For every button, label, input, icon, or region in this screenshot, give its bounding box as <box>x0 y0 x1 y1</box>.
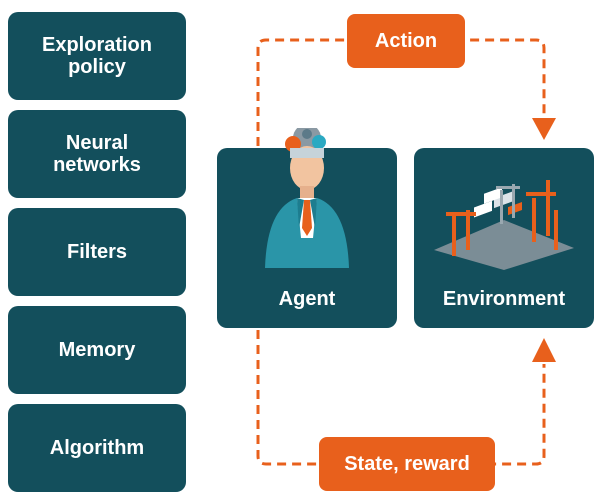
neural-networks-label-line2: networks <box>53 154 141 176</box>
neural-networks-box: Neural networks <box>8 110 186 198</box>
neural-networks-label-line1: Neural <box>65 132 129 154</box>
filters-label: Filters <box>66 241 128 263</box>
feedback-arrowhead-icon <box>532 338 556 362</box>
algorithm-box: Algorithm <box>8 404 186 492</box>
algorithm-label: Algorithm <box>49 437 145 459</box>
action-label: Action <box>374 29 438 52</box>
memory-box: Memory <box>8 306 186 394</box>
businessman-with-gears-icon <box>265 128 349 268</box>
container-port-icon <box>434 180 574 270</box>
agent-box: Agent <box>217 128 397 328</box>
exploration-policy-label-line1: Exploration <box>41 34 152 56</box>
memory-label: Memory <box>58 339 136 361</box>
exploration-policy-box: Exploration policy <box>8 12 186 100</box>
exploration-policy-label-line2: policy <box>68 56 126 78</box>
state-reward-pill: State, reward <box>319 437 495 491</box>
environment-label: Environment <box>442 288 566 310</box>
action-pill: Action <box>347 14 465 68</box>
agent-label: Agent <box>278 288 336 310</box>
action-arrowhead-icon <box>532 118 556 140</box>
environment-box: Environment <box>414 148 594 328</box>
filters-box: Filters <box>8 208 186 296</box>
state-reward-label: State, reward <box>344 452 470 475</box>
